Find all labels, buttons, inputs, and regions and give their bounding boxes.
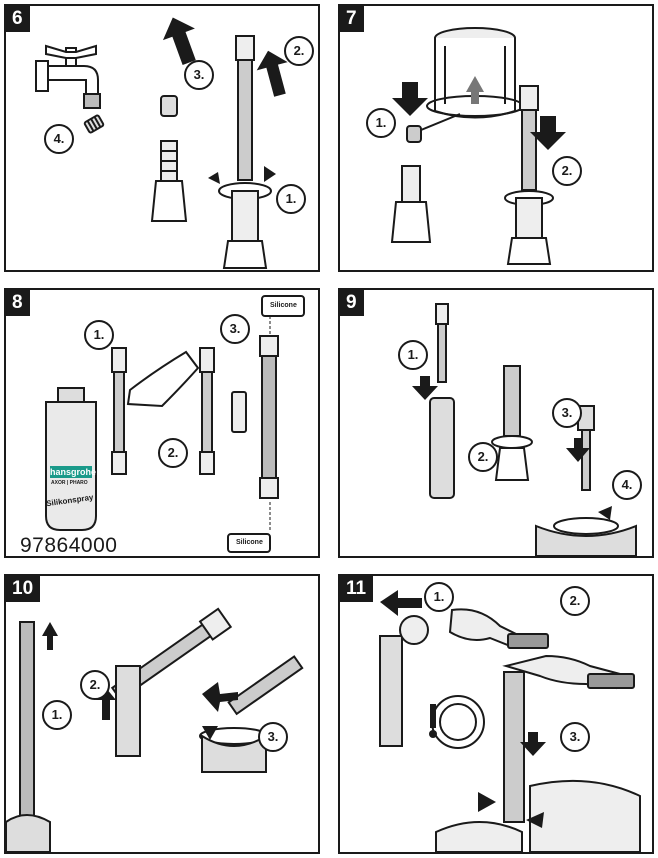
panel-9-arrows (412, 376, 612, 520)
shower-connector (379, 635, 403, 747)
step-label: 4. (44, 124, 74, 154)
panel-8-illustration (45, 295, 305, 553)
step-label: 1. (84, 320, 114, 350)
hose (237, 59, 253, 181)
step-label: 2. (468, 442, 498, 472)
hose (503, 671, 525, 823)
arrow-down-icon (412, 376, 438, 400)
faucet-body (35, 60, 49, 92)
silicone-can-label: Silicone (270, 302, 297, 309)
arrow-left-icon (202, 682, 238, 712)
arrow-rotate-icon (208, 172, 220, 184)
connector-clamp (150, 180, 188, 222)
panel-number: 11 (340, 576, 374, 602)
arrow-up-icon (466, 76, 484, 104)
step-label: 1. (398, 340, 428, 370)
shower-head (448, 608, 518, 648)
hand-with-cloth (126, 350, 200, 408)
faucet-spout (47, 65, 99, 95)
insert-nut (160, 95, 178, 117)
step-label: 2. (560, 586, 590, 616)
outer-hose (429, 397, 455, 499)
small-spray-can (231, 391, 247, 433)
panel-number: 6 (6, 6, 30, 32)
panel-10-illustration (6, 607, 304, 852)
mount-collar (553, 517, 619, 535)
panel-number: 9 (340, 290, 364, 316)
step-label: 1. (366, 108, 396, 138)
mount-base (535, 524, 637, 556)
faucet-thread (83, 93, 101, 109)
part-number: 97864000 (20, 534, 118, 557)
arrow-down-icon (520, 732, 546, 756)
arrow-up-icon (256, 50, 288, 97)
arrow-rotate-icon (202, 726, 218, 740)
aerator (83, 114, 105, 134)
panel-6-illustration (35, 17, 288, 269)
step-label: 1. (42, 700, 72, 730)
step-label: 3. (552, 398, 582, 428)
panel-10: 10 1. 2. 3. (4, 574, 320, 854)
shower-connector (115, 665, 141, 757)
sink-edge (529, 779, 641, 852)
arrow-down-icon (566, 438, 590, 462)
panel-6: 6 1. 2. 3. 4. (4, 4, 320, 272)
step-label: 3. (220, 314, 250, 344)
arrow-rotate-icon (598, 506, 612, 520)
panel-6-arrows (162, 17, 288, 184)
silicone-can-bottom (227, 533, 271, 553)
faucet-handle (45, 44, 97, 59)
angled-hose (227, 655, 304, 716)
hose (521, 109, 537, 191)
bottle-sub-brand: AXOR | PHARO (51, 480, 88, 486)
panel-7-illustration (390, 27, 566, 265)
arrow-rotate-icon (264, 166, 276, 182)
panel-7-arrows (392, 76, 566, 150)
step-label: 1. (424, 582, 454, 612)
panel-9-illustration (412, 303, 637, 556)
arrow-down-icon (392, 82, 428, 116)
insert-nut (406, 125, 422, 143)
long-hose (19, 621, 35, 823)
long-hose (261, 355, 277, 499)
warning-icon (429, 730, 437, 738)
hose (503, 365, 521, 437)
step-label: 2. (80, 670, 110, 700)
step-label: 2. (552, 156, 582, 186)
warning-icon (430, 704, 436, 728)
step-label: 3. (184, 60, 214, 90)
panel-11-illustration (379, 590, 641, 852)
arrow-up-icon (42, 622, 58, 650)
silicone-can-label: Silicone (236, 539, 263, 546)
connector (401, 165, 421, 203)
connector-ring (399, 615, 429, 645)
panel-9: 9 1. 2. 3. 4. (338, 288, 654, 558)
step-label: 1. (276, 184, 306, 214)
step-label: 3. (258, 722, 288, 752)
step-label: 2. (284, 36, 314, 66)
arrow-down-icon (530, 116, 566, 150)
panel-number: 8 (6, 290, 30, 316)
panel-11-arrows (380, 590, 546, 828)
arrow-left-icon (380, 590, 422, 616)
arrow-right-icon (478, 792, 496, 812)
hose (437, 323, 447, 383)
hose (581, 429, 591, 491)
bottle-brand: hansgrohe (50, 466, 97, 478)
step-label: 4. (612, 470, 642, 500)
hose-fitting-top (235, 35, 255, 61)
arrow-left-icon (526, 812, 544, 828)
hose-fitting-top (519, 85, 539, 111)
step-label: 3. (560, 722, 590, 752)
bottle-cap (57, 387, 85, 403)
panel-number: 7 (340, 6, 364, 32)
panel-11: 11 1. 2. 3. (338, 574, 654, 854)
panel-7: 7 1. 2. (338, 4, 654, 272)
panel-8: 8 1. 2. 3. hansgrohe AXOR | PHARO Siliko… (4, 288, 320, 558)
arrow-up-icon (162, 17, 196, 65)
silicone-can-top (261, 295, 305, 317)
step-label: 2. (158, 438, 188, 468)
panel-number: 10 (6, 576, 41, 602)
